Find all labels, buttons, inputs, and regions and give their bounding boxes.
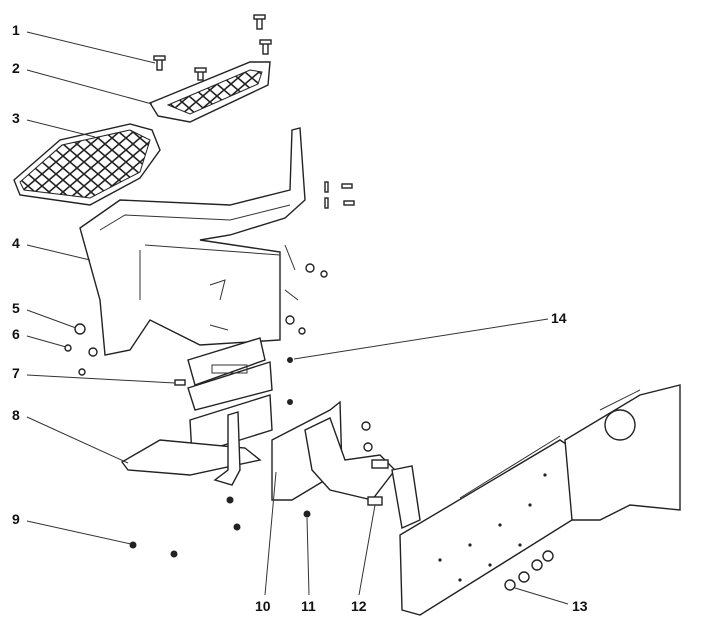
callout-7: 7 [12,365,20,381]
callout-11: 11 [301,598,316,614]
callout-2: 2 [12,60,20,76]
leader-lines [26,31,569,605]
callout-14: 14 [551,310,567,326]
callout-6: 6 [12,326,20,342]
bolt-part [153,14,272,81]
large-step-plate [13,123,161,206]
callout-4: 4 [12,235,20,251]
vehicle-frame [399,384,681,616]
callout-13: 13 [572,598,588,614]
step-bucket [79,127,306,356]
callout-1: 1 [12,22,20,38]
callout-3: 3 [12,110,20,126]
callout-10: 10 [255,598,271,614]
callout-5: 5 [12,300,20,316]
mounting-bracket [120,337,273,486]
callout-9: 9 [12,511,20,527]
callout-12: 12 [351,598,367,614]
swing-arm-assembly [271,400,421,530]
small-step-plate [148,61,271,123]
fastener-parts [64,181,373,558]
callout-8: 8 [12,407,20,423]
